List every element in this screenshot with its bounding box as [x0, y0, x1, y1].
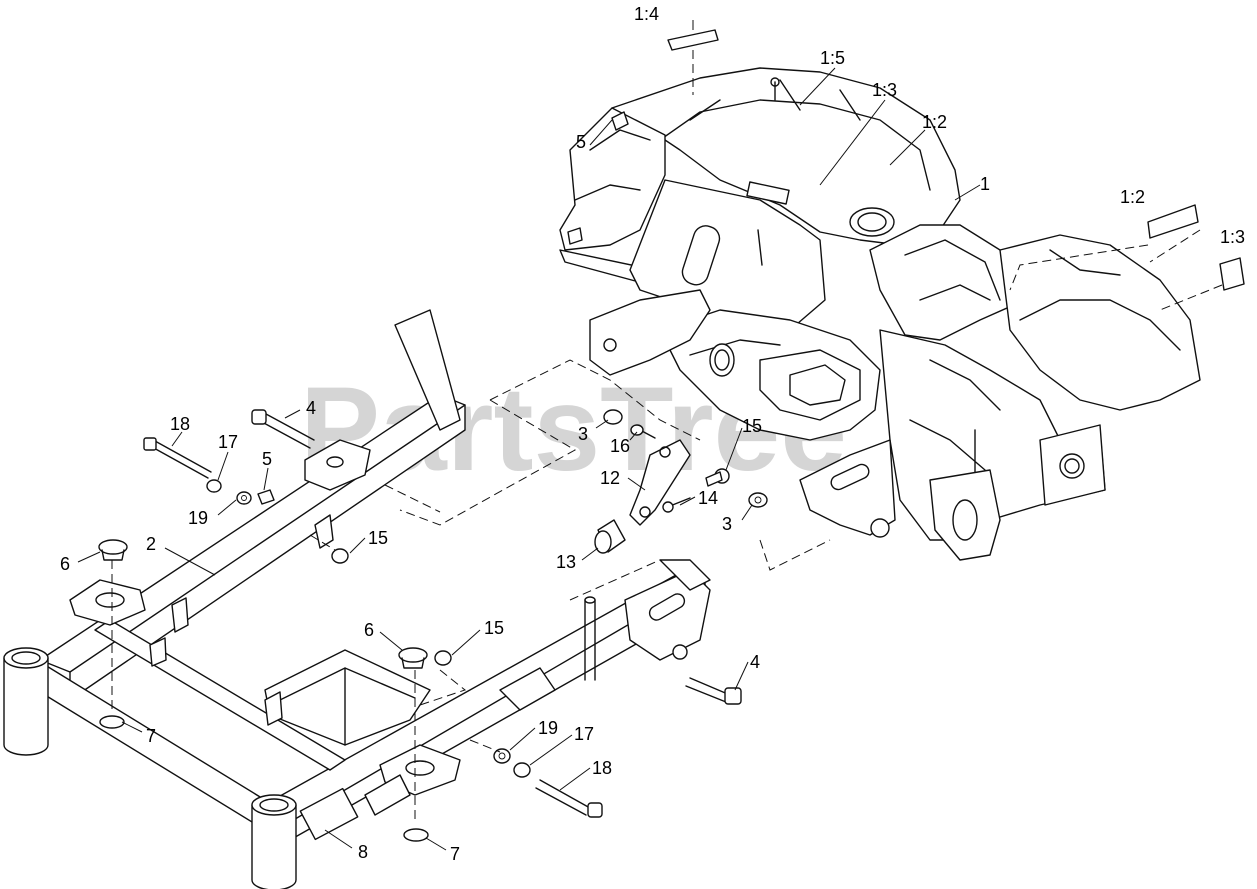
callout-2: 2	[146, 534, 156, 554]
bolt-14	[669, 497, 691, 507]
callout-1-2: 1:2	[922, 112, 947, 132]
nut-15-a	[331, 548, 349, 564]
callout-labels: 1:4 1:5 1:3 1:2 1 1:2 1:3 5 4 18 17 5 19…	[60, 4, 1245, 864]
callout-8: 8	[358, 842, 368, 862]
callout-15-b: 15	[742, 416, 762, 436]
callout-17-upper: 17	[218, 432, 238, 452]
callout-1: 1	[980, 174, 990, 194]
washer-3-b	[748, 492, 768, 508]
explode-lines	[111, 50, 1223, 820]
washer-19-lower	[493, 748, 511, 764]
callout-13: 13	[556, 552, 576, 572]
hardware	[98, 29, 1245, 842]
callout-1-5: 1:5	[820, 48, 845, 68]
ring-7-a	[99, 715, 125, 729]
bracket-12	[629, 439, 691, 526]
nut-17-lower	[513, 762, 531, 778]
callout-4-lower: 4	[750, 652, 760, 672]
washer-19-upper	[236, 491, 252, 505]
grommet-6-a	[98, 539, 128, 555]
callout-16: 16	[610, 436, 630, 456]
decal-1-2	[1147, 204, 1199, 239]
clip-5-lower	[257, 489, 275, 505]
nut-15-c	[434, 650, 452, 666]
callout-7-a: 7	[146, 726, 156, 746]
callout-1-3: 1:3	[872, 80, 897, 100]
grommet-6-b	[398, 647, 428, 663]
washer-3-a	[603, 409, 623, 425]
callout-6-b: 6	[364, 620, 374, 640]
callout-14: 14	[698, 488, 718, 508]
callout-19-lower: 19	[538, 718, 558, 738]
decal-1-3	[1219, 257, 1245, 291]
callout-5-upper: 5	[576, 132, 586, 152]
callout-15-c: 15	[484, 618, 504, 638]
callout-6-a: 6	[60, 554, 70, 574]
clip-5-upper	[567, 227, 583, 245]
bolt-18-lower	[535, 779, 591, 816]
nut-17-upper	[206, 479, 222, 493]
bolt-4-upper	[261, 413, 315, 449]
callout-4-upper: 4	[306, 398, 316, 418]
lower-frame	[3, 309, 711, 889]
callout-7-b: 7	[450, 844, 460, 864]
callout-3-a: 3	[578, 424, 588, 444]
ring-7-b	[403, 828, 429, 842]
callout-12: 12	[600, 468, 620, 488]
callout-18-upper: 18	[170, 414, 190, 434]
leader-lines	[77, 20, 981, 851]
bolt-18-upper	[151, 440, 212, 479]
callout-3-b: 3	[722, 514, 732, 534]
callout-1-4: 1:4	[634, 4, 659, 24]
callout-18-lower: 18	[592, 758, 612, 778]
decal-1-4	[667, 29, 719, 51]
callout-1-2-right: 1:2	[1120, 187, 1145, 207]
callout-15-a: 15	[368, 528, 388, 548]
bolt-4-lower	[685, 677, 731, 703]
callout-1-3-right: 1:3	[1220, 227, 1245, 247]
callout-17-lower: 17	[574, 724, 594, 744]
callout-19-upper: 19	[188, 508, 208, 528]
callout-5-lower: 5	[262, 449, 272, 469]
main-frame-assembly	[559, 67, 1201, 561]
